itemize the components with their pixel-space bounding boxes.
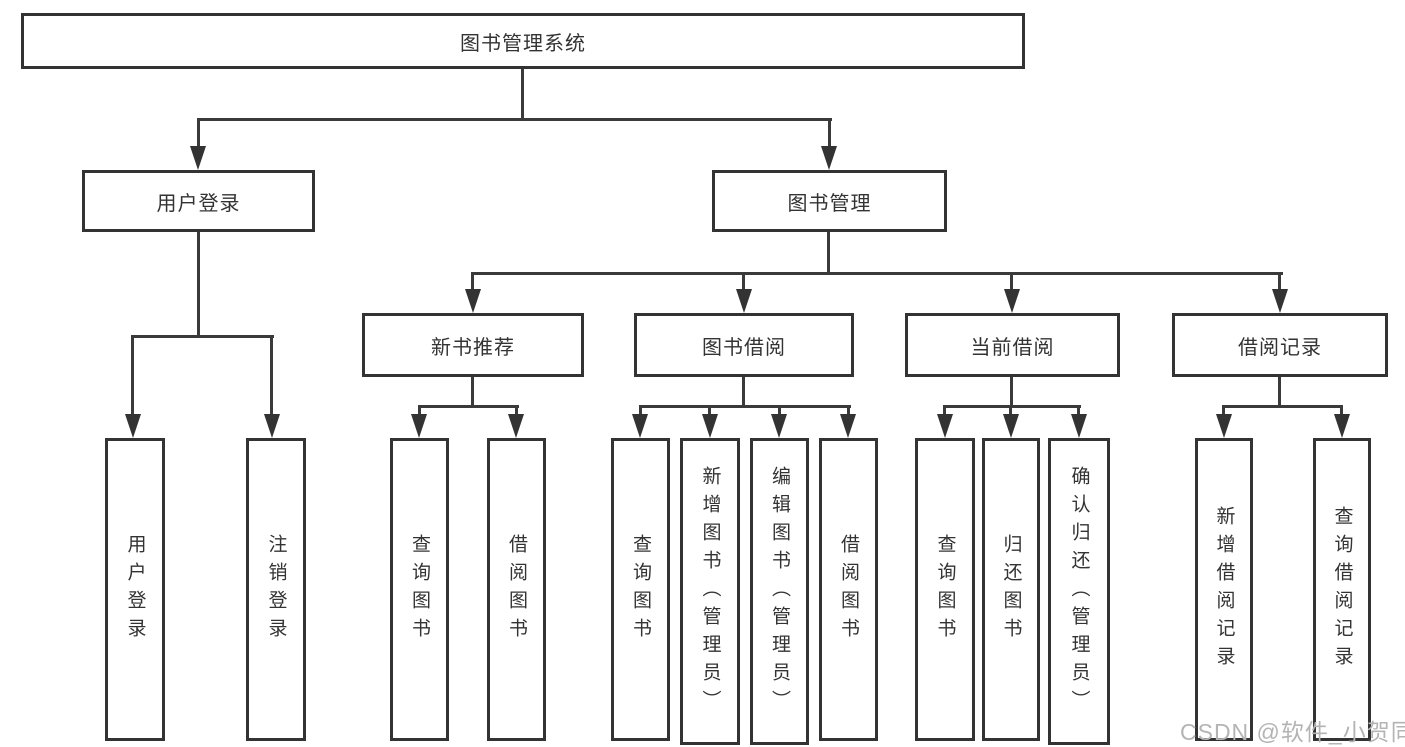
- line: [515, 405, 518, 417]
- arrowhead-icon: [840, 414, 856, 438]
- line: [639, 405, 642, 417]
- line: [1222, 405, 1343, 408]
- node-label: 图书管理: [787, 192, 872, 215]
- line: [132, 335, 274, 338]
- node-label: 用户登录: [156, 192, 241, 215]
- arrowhead-icon: [411, 414, 427, 438]
- line: [742, 272, 745, 292]
- node-borrow-record: 借阅记录: [1172, 313, 1388, 377]
- arrowhead-icon: [1216, 414, 1232, 438]
- line: [521, 69, 524, 118]
- leaf-return-books: 归还图书: [982, 438, 1040, 741]
- arrowhead-icon: [821, 146, 837, 170]
- line: [639, 405, 851, 408]
- line: [418, 405, 519, 408]
- line: [827, 232, 830, 273]
- node-label: 用户登录: [124, 533, 146, 646]
- node-library-management-system: 图书管理系统: [21, 13, 1025, 69]
- arrowhead-icon: [508, 414, 524, 438]
- node-label: 借阅图书: [838, 533, 859, 646]
- node-book-borrow: 图书借阅: [634, 313, 854, 377]
- arrowhead-icon: [937, 414, 953, 438]
- line: [471, 272, 474, 292]
- node-label: 借阅图书: [506, 533, 527, 646]
- leaf-add-borrow-record: 新增借阅记录: [1195, 438, 1253, 741]
- node-label: 查询图书: [934, 533, 956, 646]
- node-label: 查询借阅记录: [1331, 505, 1353, 674]
- node-label: 编辑图书（管理员）: [769, 465, 790, 718]
- line: [270, 335, 273, 416]
- line: [943, 405, 946, 417]
- line: [708, 405, 711, 417]
- leaf-logout: 注销登录: [246, 438, 306, 741]
- node-label: 查询图书: [409, 533, 430, 646]
- node-label: 新增图书（管理员）: [699, 465, 721, 718]
- line: [742, 377, 745, 405]
- line: [1010, 272, 1013, 292]
- arrowhead-icon: [1003, 414, 1019, 438]
- arrowhead-icon: [125, 414, 141, 438]
- line: [1278, 272, 1281, 292]
- leaf-confirm-return-admin: 确认归还（管理员）: [1048, 438, 1110, 745]
- line: [1278, 377, 1281, 405]
- leaf-borrow-books-1: 借阅图书: [487, 438, 546, 741]
- node-label: 图书借阅: [702, 336, 786, 359]
- arrowhead-icon: [1334, 414, 1350, 438]
- leaf-edit-books-admin: 编辑图书（管理员）: [750, 438, 809, 745]
- line: [418, 405, 421, 417]
- leaf-add-books-admin: 新增图书（管理员）: [680, 438, 740, 745]
- node-new-book-recommend: 新书推荐: [362, 313, 584, 377]
- node-label: 图书管理系统: [460, 32, 586, 55]
- node-book-management: 图书管理: [712, 170, 947, 232]
- node-user-login: 用户登录: [82, 170, 315, 232]
- node-label: 新书推荐: [431, 336, 515, 359]
- arrowhead-icon: [465, 289, 481, 313]
- node-label: 借阅记录: [1238, 336, 1322, 359]
- arrowhead-icon: [771, 414, 787, 438]
- line: [197, 232, 200, 336]
- line: [1222, 405, 1225, 417]
- arrowhead-icon: [632, 414, 648, 438]
- line: [828, 118, 831, 152]
- leaf-query-borrow-record: 查询借阅记录: [1313, 438, 1371, 741]
- line: [943, 405, 1081, 408]
- arrowhead-icon: [736, 289, 752, 313]
- arrowhead-icon: [702, 414, 718, 438]
- leaf-query-books-2: 查询图书: [611, 438, 670, 741]
- arrowhead-icon: [1004, 289, 1020, 313]
- line: [1077, 405, 1080, 417]
- line: [778, 405, 781, 417]
- line: [131, 335, 134, 416]
- leaf-query-books-3: 查询图书: [915, 438, 975, 741]
- node-label: 确认归还（管理员）: [1068, 465, 1090, 718]
- arrowhead-icon: [264, 414, 280, 438]
- node-current-borrow: 当前借阅: [905, 313, 1120, 377]
- line: [1009, 405, 1012, 417]
- line: [471, 377, 474, 405]
- node-label: 查询图书: [630, 533, 651, 646]
- line: [197, 118, 832, 121]
- line: [197, 118, 200, 152]
- line: [471, 272, 1283, 275]
- line: [1010, 377, 1013, 405]
- arrowhead-icon: [1071, 414, 1087, 438]
- node-label: 归还图书: [1000, 533, 1022, 646]
- arrowhead-icon: [1272, 289, 1288, 313]
- node-label: 新增借阅记录: [1213, 505, 1235, 674]
- node-label: 当前借阅: [970, 336, 1055, 359]
- node-label: 注销登录: [265, 533, 287, 646]
- line: [1340, 405, 1343, 417]
- leaf-user-login: 用户登录: [105, 438, 165, 741]
- leaf-query-books-1: 查询图书: [390, 438, 449, 741]
- line: [847, 405, 850, 417]
- watermark: CSDN @软件_小贺同学: [1180, 719, 1405, 745]
- arrowhead-icon: [190, 146, 206, 170]
- leaf-borrow-books-2: 借阅图书: [819, 438, 878, 741]
